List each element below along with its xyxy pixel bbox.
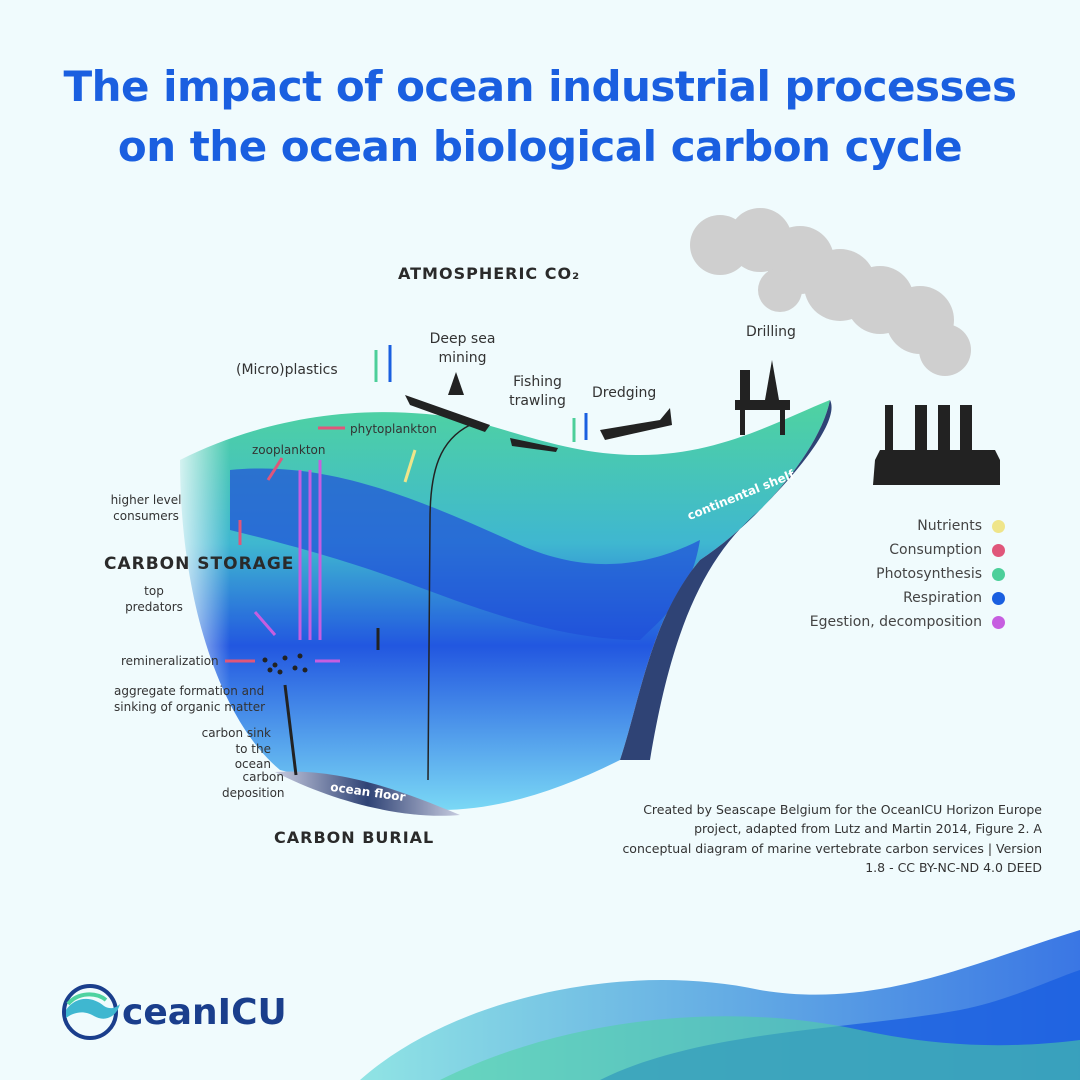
legend-label: Respiration [903, 590, 982, 606]
label-phytoplankton: phytoplankton [350, 422, 437, 436]
legend-item-nutrients: Nutrients [760, 514, 1005, 538]
legend-label: Nutrients [917, 518, 982, 534]
label-aggregate: aggregate formation and sinking of organ… [114, 684, 266, 714]
legend-dot [992, 567, 1005, 581]
label-remineralization: remineralization [121, 654, 219, 668]
legend-item-photosynthesis: Photosynthesis [760, 562, 1005, 586]
oceanicu-logo: ceanICU [60, 982, 287, 1042]
legend-label: Consumption [889, 542, 982, 558]
title-line-1: The impact of ocean industrial processes [63, 62, 1017, 111]
title-line-2: on the ocean biological carbon cycle [117, 122, 963, 171]
legend-item-consumption: Consumption [760, 538, 1005, 562]
atmospheric-co2-heading: ATMOSPHERIC CO₂ [398, 264, 581, 283]
label-carbon-sink: carbon sink to the ocean [201, 726, 271, 772]
carbon-storage-heading: CARBON STORAGE [104, 554, 295, 574]
smoke-cloud-icon [690, 208, 971, 376]
label-microplastics: (Micro)plastics [236, 362, 338, 378]
legend-dot [992, 591, 1005, 605]
credit-text: Created by Seascape Belgium for the Ocea… [622, 802, 1042, 876]
trawler-icon [510, 438, 558, 452]
ocean-floor-shape [275, 771, 460, 816]
nutrients-arrow [403, 449, 417, 483]
legend-dot [992, 615, 1005, 629]
label-dredging: Dredging [592, 385, 657, 401]
label-zooplankton: zooplankton [252, 443, 326, 457]
label-top-predators: top predators [125, 584, 183, 614]
dredger-icon [600, 408, 672, 440]
label-fishing-trawling: Fishing trawling [509, 374, 566, 409]
label-deep-sea-mining: Deep sea mining [429, 331, 496, 366]
legend-dot [992, 519, 1005, 533]
logo-wave-icon [62, 984, 120, 1040]
drilling-rig-icon [735, 360, 790, 435]
legend-item-respiration: Respiration [760, 586, 1005, 610]
legend-item-egestion: Egestion, decomposition [760, 610, 1005, 634]
mining-ship-icon [405, 395, 490, 432]
label-drilling: Drilling [746, 324, 796, 340]
legend: Nutrients Consumption Photosynthesis Res… [760, 514, 1005, 634]
continental-shelf [620, 400, 832, 760]
carbon-burial-heading: CARBON BURIAL [274, 828, 435, 847]
legend-dot [992, 543, 1005, 557]
logo-text: ceanICU [122, 991, 287, 1033]
factory-icon [873, 405, 1000, 485]
label-higher-consumers: higher level consumers [110, 493, 182, 523]
legend-label: Photosynthesis [876, 566, 982, 582]
legend-label: Egestion, decomposition [809, 614, 982, 630]
particles [262, 653, 308, 675]
label-carbon-deposition: carbon deposition [222, 770, 285, 800]
